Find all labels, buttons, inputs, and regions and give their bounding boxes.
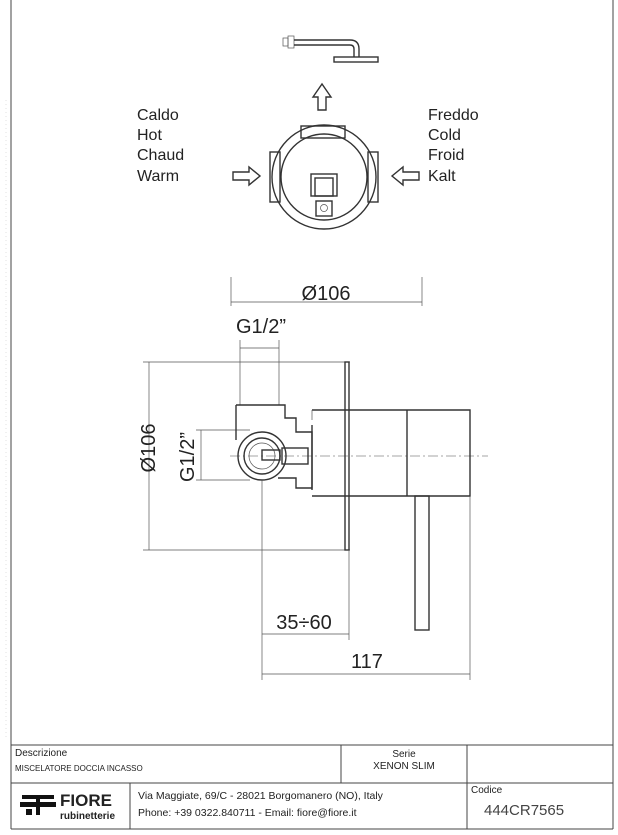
hot-label-de: Warm [137,168,179,185]
series-label: Serie [392,749,416,760]
dimension-thread-side: G1/2” [177,429,250,482]
cold-inlet-arrow-icon [390,165,420,187]
company-address: Via Maggiate, 69/C - 28021 Borgomanero (… [138,790,384,802]
mixer-side-view [230,361,488,631]
cold-label-it: Freddo [428,107,479,124]
flow-arrow-up-icon [311,82,333,111]
description-value: MISCELATORE DOCCIA INCASSO [15,764,143,773]
cold-water-labels: Freddo Cold Froid Kalt [428,107,479,185]
cold-label-en: Cold [428,127,461,144]
thread-top-value: G1/2” [236,316,286,338]
cold-label-de: Kalt [428,168,456,185]
dimension-diameter-top: Ø106 [230,277,423,306]
total-depth-value: 117 [351,651,383,673]
description-label: Descrizione [15,748,68,759]
brand-subtitle: rubinetterie [60,811,115,822]
diameter-side-value: Ø106 [138,424,160,473]
company-contact: Phone: +39 0322.840711 - Email: fiore@fi… [138,807,357,819]
series-value: XENON SLIM [373,761,435,772]
cold-label-fr: Froid [428,147,464,164]
hot-label-en: Hot [137,127,162,144]
hot-label-it: Caldo [137,107,179,124]
sheet-frame [5,0,614,830]
title-block: Descrizione MISCELATORE DOCCIA INCASSO S… [11,744,613,829]
fiore-logo: FIORE rubinetterie [20,791,115,822]
hot-label-fr: Chaud [137,147,184,164]
dimension-depth-range: 35÷60 [261,480,350,680]
shower-head-icon [282,35,379,63]
dimension-total-depth: 117 [262,496,471,680]
dimension-diameter-side: Ø106 [138,361,350,551]
code-value: 444CR7565 [484,802,564,819]
hot-water-labels: Caldo Hot Chaud Warm [137,107,184,185]
diameter-top-value: Ø106 [302,283,351,305]
depth-range-value: 35÷60 [276,612,331,634]
brand-name: FIORE [60,791,112,810]
mixer-top-view [269,124,379,230]
hot-inlet-arrow-icon [232,165,262,187]
thread-side-value: G1/2” [177,432,199,482]
code-label: Codice [471,785,503,796]
dimension-thread-top: G1/2” [236,316,286,405]
